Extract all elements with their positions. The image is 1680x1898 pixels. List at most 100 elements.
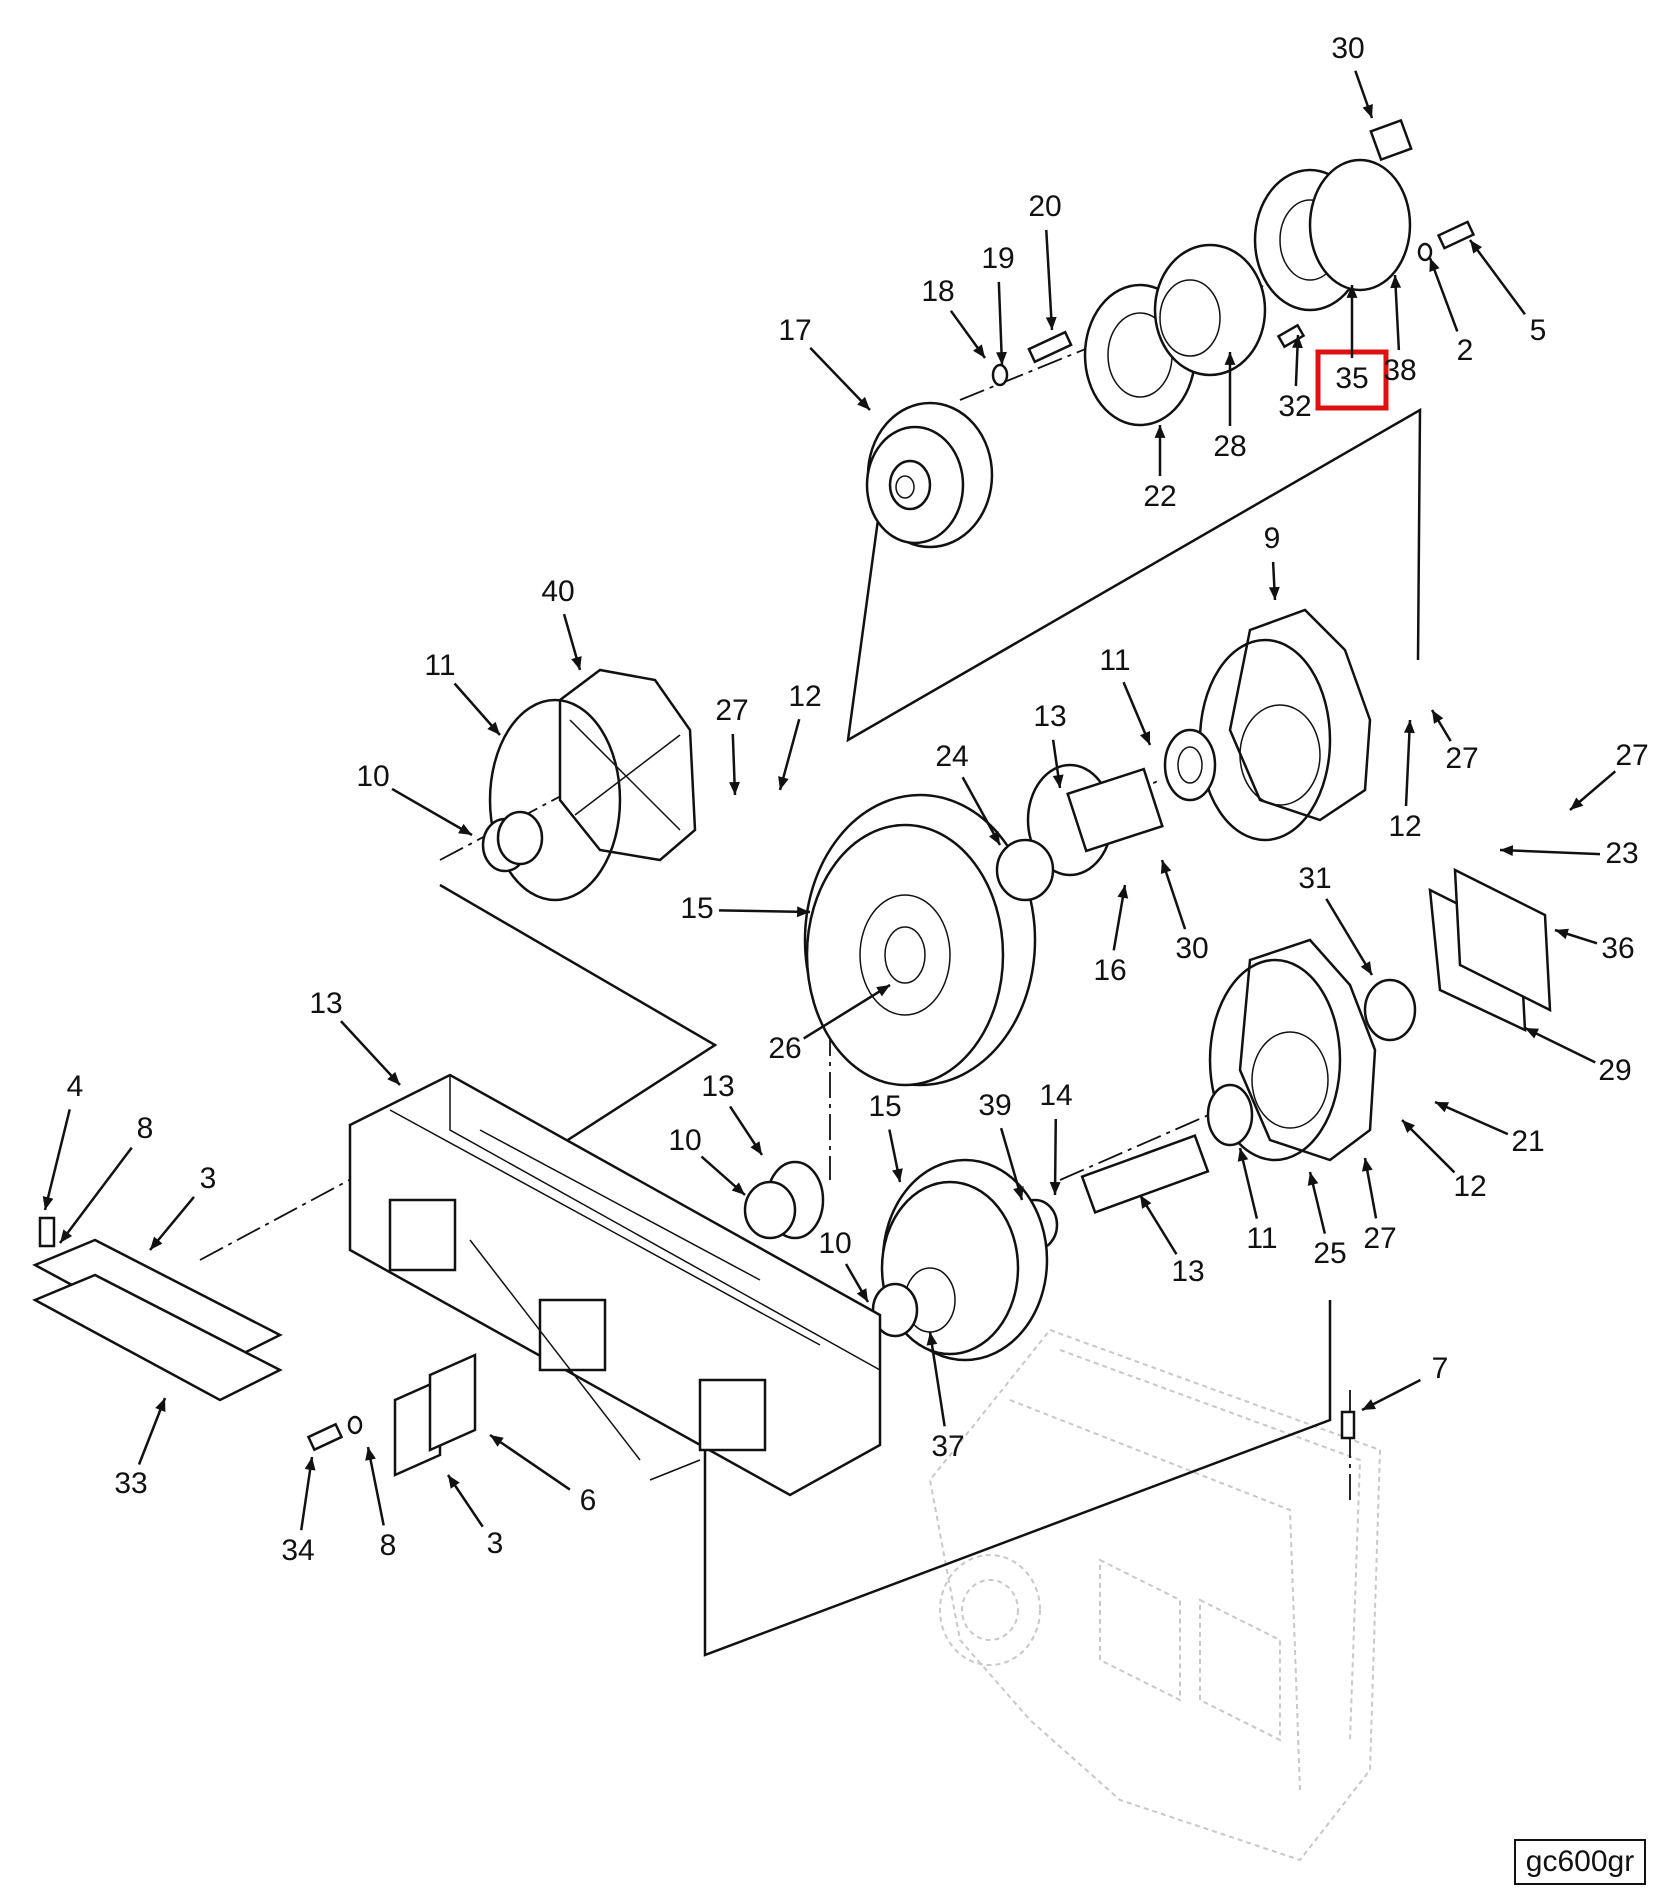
callout-leader-26 xyxy=(803,983,891,1040)
callout-label-24: 24 xyxy=(935,740,968,773)
callout-arrowhead-11 xyxy=(1139,731,1151,745)
callout-leader-17 xyxy=(809,346,871,411)
callout-label-10: 10 xyxy=(818,1227,851,1260)
callout-arrowhead-12 xyxy=(778,776,789,790)
callout-leader-12 xyxy=(1404,719,1412,807)
figure-id-text: gc600gr xyxy=(1526,1845,1634,1878)
flange-13-mid xyxy=(743,1160,825,1240)
callout-arrowhead-27 xyxy=(729,781,740,795)
callout-arrowhead-28 xyxy=(1224,352,1236,365)
callout-arrowhead-15 xyxy=(797,906,810,918)
callout-arrowhead-17 xyxy=(857,396,870,410)
callout-arrowhead-23 xyxy=(1500,845,1514,856)
callout-label-11: 11 xyxy=(1246,1222,1277,1255)
callout-label-4: 4 xyxy=(67,1070,84,1103)
callout-label-26: 26 xyxy=(768,1032,801,1065)
callout-arrowhead-22 xyxy=(1154,425,1166,438)
callout-leader-31 xyxy=(1325,898,1374,976)
gasket-7 xyxy=(428,1353,477,1452)
callout-arrowhead-11 xyxy=(1237,1148,1249,1162)
o-ring-11-left xyxy=(488,698,622,902)
callout-arrowhead-16 xyxy=(1117,885,1129,899)
callout-label-15: 15 xyxy=(680,892,713,925)
callout-arrowhead-13 xyxy=(1052,774,1064,788)
callout-label-28: 28 xyxy=(1213,430,1246,463)
callout-arrowhead-9 xyxy=(1268,586,1280,600)
callout-arrowhead-31 xyxy=(1360,961,1372,975)
callout-label-27: 27 xyxy=(1615,739,1648,772)
cover-9 xyxy=(1228,608,1372,822)
callout-leader-8 xyxy=(59,1146,133,1244)
callout-label-9: 9 xyxy=(1264,522,1281,555)
callout-arrowhead-30 xyxy=(1160,860,1172,874)
callout-label-27: 27 xyxy=(1363,1222,1396,1255)
callout-label-32: 32 xyxy=(1278,390,1311,423)
callout-label-12: 12 xyxy=(788,680,821,713)
callout-arrowhead-25 xyxy=(1307,1172,1319,1186)
callout-label-13: 13 xyxy=(701,1070,734,1103)
callout-label-37: 37 xyxy=(931,1430,964,1463)
callout-arrowhead-19 xyxy=(996,351,1007,365)
callout-label-39: 39 xyxy=(978,1089,1011,1122)
callout-label-7: 7 xyxy=(1432,1352,1449,1385)
callout-arrowhead-6 xyxy=(490,1435,504,1447)
callout-arrowhead-12 xyxy=(1402,1120,1415,1133)
callout-label-30: 30 xyxy=(1175,932,1208,965)
callout-arrowhead-34 xyxy=(304,1457,316,1471)
callout-label-14: 14 xyxy=(1039,1079,1072,1112)
callout-label-18: 18 xyxy=(921,275,954,308)
callout-arrowhead-13 xyxy=(750,1141,762,1155)
callout-label-13: 13 xyxy=(309,987,342,1020)
callout-label-34: 34 xyxy=(281,1534,314,1567)
callout-arrowhead-15 xyxy=(892,1168,903,1182)
o-ring-11-lower xyxy=(1208,958,1342,1162)
callout-leader-5 xyxy=(1468,239,1526,316)
callout-leader-21 xyxy=(1434,1100,1509,1136)
callout-arrowhead-3 xyxy=(448,1475,460,1489)
callout-arrowhead-4 xyxy=(42,1196,54,1210)
callout-arrowhead-27 xyxy=(1570,797,1584,810)
callout-arrowhead-12 xyxy=(1403,720,1415,734)
callout-leader-10 xyxy=(391,787,473,837)
gear-26 xyxy=(803,793,1037,1087)
bushing-36 xyxy=(1363,978,1417,1042)
callout-label-27: 27 xyxy=(715,694,748,727)
callout-label-11: 11 xyxy=(1099,644,1130,677)
callout-label-35: 35 xyxy=(1335,362,1368,395)
callout-label-8: 8 xyxy=(137,1112,154,1145)
callout-arrowhead-36 xyxy=(1555,928,1569,940)
callout-arrowhead-8 xyxy=(60,1229,73,1243)
callout-leaders xyxy=(42,70,1617,1531)
callout-label-25: 25 xyxy=(1313,1237,1346,1270)
callout-label-36: 36 xyxy=(1601,932,1634,965)
callout-leader-13 xyxy=(340,1020,401,1086)
callout-leader-19 xyxy=(997,281,1004,366)
engine-block-ghost xyxy=(928,1328,1382,1862)
callout-arrowhead-21 xyxy=(1435,1102,1449,1113)
callout-label-12: 12 xyxy=(1453,1170,1486,1203)
callout-leader-2 xyxy=(1428,257,1459,332)
callout-label-10: 10 xyxy=(668,1124,701,1157)
callout-label-16: 16 xyxy=(1093,954,1126,987)
callout-label-29: 29 xyxy=(1598,1054,1631,1087)
callout-arrowhead-39 xyxy=(1013,1186,1024,1200)
callout-label-20: 20 xyxy=(1028,190,1061,223)
callout-label-10: 10 xyxy=(356,760,389,793)
callout-arrowhead-10 xyxy=(731,1182,745,1195)
callout-label-30: 30 xyxy=(1331,32,1364,65)
housing-4 xyxy=(348,1073,882,1497)
callout-arrowhead-13 xyxy=(387,1071,400,1085)
coupling-28 xyxy=(1153,243,1267,377)
callout-arrowhead-20 xyxy=(1045,316,1057,330)
callout-leader-23 xyxy=(1499,848,1601,856)
plate-38 xyxy=(1308,158,1412,292)
callout-label-3: 3 xyxy=(200,1162,217,1195)
callout-arrowhead-26 xyxy=(876,985,890,997)
callout-label-19: 19 xyxy=(981,242,1014,275)
callout-arrowhead-27 xyxy=(1432,710,1444,724)
callout-label-12: 12 xyxy=(1388,810,1421,843)
callout-leader-29 xyxy=(1524,1026,1596,1064)
callout-label-11: 11 xyxy=(424,649,455,682)
callout-label-22: 22 xyxy=(1143,480,1176,513)
callout-arrowhead-38 xyxy=(1390,275,1402,289)
